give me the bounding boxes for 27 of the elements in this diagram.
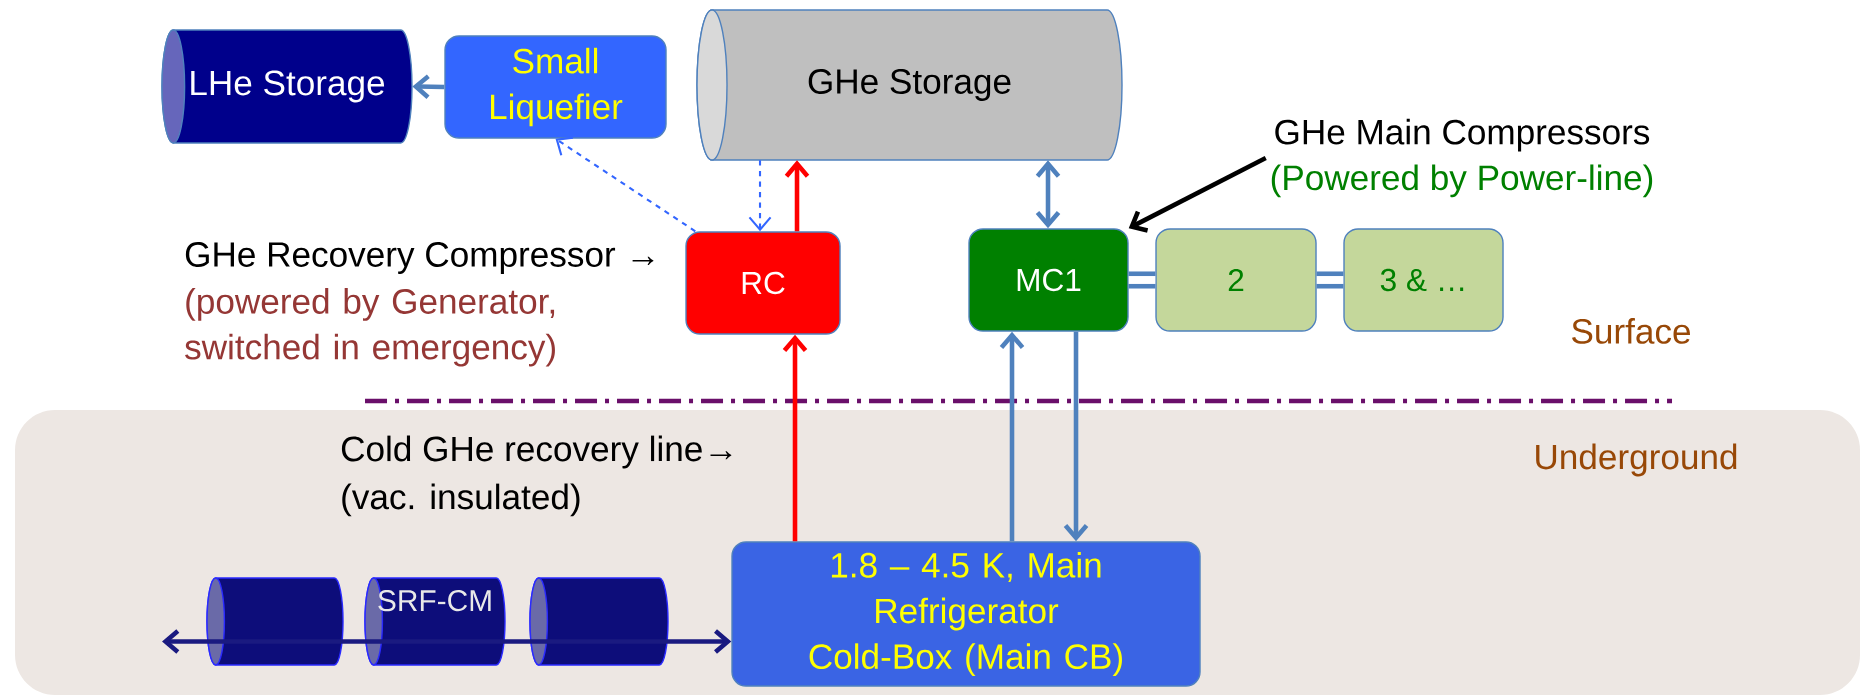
annotation-text: (vac. insulated) (342, 483, 580, 517)
process-box: 2 (1155, 228, 1317, 332)
arrow (1035, 160, 1061, 229)
arrow (748, 160, 772, 232)
arrow (162, 629, 732, 654)
region-label: Surface (1572, 318, 1690, 344)
arrow (555, 136, 696, 233)
arrow (412, 74, 445, 99)
annotation-text: GHe Main Compressors (Powered by Power-line) (1271, 118, 1653, 198)
storage-cylinder: GHe Storage (696, 9, 1123, 161)
leader-arrow (1128, 155, 1267, 233)
annotation-text: (powered by Generator, switched in emergency) (185, 288, 555, 367)
annotation-text: GHe Recovery Compressor → (185, 242, 654, 274)
process-box: 3 & … (1343, 228, 1504, 332)
arrow (1063, 331, 1089, 542)
storage-cylinder: SRF-CM (364, 577, 506, 666)
arrow (784, 160, 810, 232)
storage-cylinder (206, 577, 344, 666)
storage-cylinder: LHe Storage (161, 29, 413, 144)
arrow (999, 331, 1025, 542)
process-box: MC1 (968, 228, 1129, 332)
process-box: Small Liquefier (444, 35, 667, 139)
process-box: 1.8 – 4.5 K, Main Refrigerator Cold-Box (Main CB) (731, 541, 1201, 687)
annotation-text: Cold GHe recovery line→ (341, 435, 732, 469)
arrow (782, 334, 808, 542)
process-box: RC (685, 231, 841, 335)
storage-cylinder (529, 577, 669, 666)
